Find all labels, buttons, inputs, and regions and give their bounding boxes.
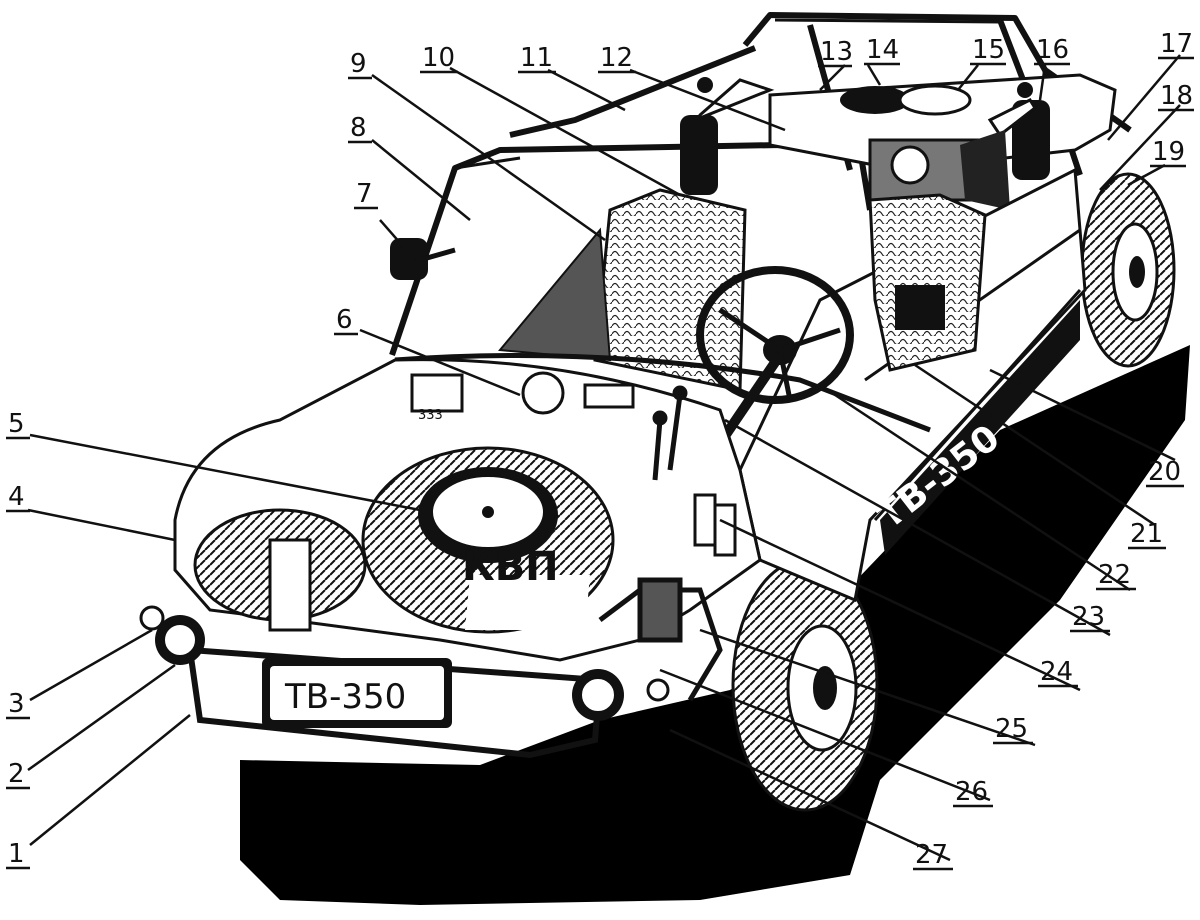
callout-2: 2	[8, 759, 25, 789]
steering-wheel	[696, 266, 854, 404]
engine	[868, 130, 1010, 210]
callout-8: 8	[350, 113, 367, 143]
callout-18: 18	[1160, 81, 1193, 111]
callout-19: 19	[1152, 137, 1185, 167]
right-headlight	[572, 669, 624, 721]
tire-marking: КВП	[462, 544, 559, 590]
callout-22: 22	[1098, 560, 1131, 590]
license-plate: ТВ-350	[262, 658, 452, 728]
callout-6: 6	[336, 305, 353, 335]
callout-16: 16	[1036, 35, 1069, 65]
callout-5: 5	[8, 409, 25, 439]
callout-15: 15	[972, 35, 1005, 65]
callout-4: 4	[8, 482, 25, 512]
callout-7: 7	[356, 179, 373, 209]
callout-1: 1	[8, 839, 25, 869]
rear-wheel	[1080, 172, 1176, 368]
leader-lines	[27, 54, 1181, 862]
callout-13: 13	[820, 37, 853, 67]
panel-marking: 333	[418, 408, 443, 423]
dash-gauge	[521, 371, 565, 415]
dash-panel: 333	[410, 373, 464, 423]
ground-shadow	[240, 345, 1190, 905]
left-turn-signal	[139, 605, 165, 631]
callout-20: 20	[1148, 457, 1181, 487]
callout-14: 14	[866, 35, 899, 65]
callout-24: 24	[1040, 657, 1073, 687]
callout-21: 21	[1130, 519, 1163, 549]
right-turn-signal	[646, 678, 670, 702]
front-suspension	[598, 577, 723, 702]
callout-3: 3	[8, 689, 25, 719]
left-spare-tire	[193, 508, 367, 632]
engine-hatch	[898, 84, 972, 116]
dash-switch-box	[583, 383, 635, 409]
cockpit-floor	[498, 227, 612, 362]
callout-23: 23	[1072, 602, 1105, 632]
gear-levers	[652, 385, 688, 481]
spare-tire: КВП	[361, 446, 615, 634]
side-mirror	[390, 238, 456, 280]
front-bumper	[186, 646, 604, 759]
callout-26: 26	[955, 777, 988, 807]
license-plate-text: ТВ-350	[284, 677, 406, 717]
front-wheel	[731, 558, 879, 812]
fuel-filler	[840, 86, 910, 114]
extinguisher-right	[987, 82, 1050, 180]
callout-27: 27	[915, 840, 948, 870]
callout-12: 12	[600, 43, 633, 73]
callout-25: 25	[995, 714, 1028, 744]
left-headlight	[155, 615, 205, 665]
callout-labels: 1 2 3 4 5 6 7 8 9 10 11 12 13 14 15 16 1…	[6, 29, 1194, 871]
callout-17: 17	[1160, 29, 1193, 59]
callout-10: 10	[422, 43, 455, 73]
pedals	[693, 493, 737, 557]
callout-9: 9	[350, 49, 367, 79]
extinguisher-left	[680, 77, 775, 195]
callout-11: 11	[520, 43, 553, 73]
right-seat	[868, 193, 987, 372]
